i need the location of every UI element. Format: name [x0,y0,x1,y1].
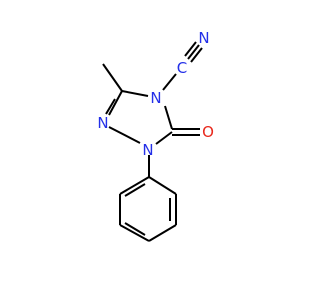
bond-nitrile-1 [187,44,200,60]
atom-n2: N [97,114,108,132]
bond-ph-4 [119,224,150,242]
atom-n1: N [142,141,153,159]
atom-n-nitrile: N [198,29,209,47]
atom-n4: N [150,89,161,107]
bond-c3-n4 [121,90,149,97]
bond-n1-n2 [108,126,141,144]
bond-ph-inner-3 [124,183,146,197]
bond-n4-cnitrile [162,73,177,91]
bond-nitrile-3 [184,41,197,57]
bond-ph-inner-2 [124,222,146,236]
bond-methyl-c3 [102,63,123,92]
bond-nitrile-2 [190,47,203,63]
bond-ph-6 [119,176,150,195]
bond-c3-n2-second [105,98,116,115]
bond-c5-n1 [155,131,173,145]
atom-o: O [202,123,214,141]
bond-n4-c5 [164,105,173,130]
molecule-structure: N C N N N O [0,0,300,300]
atom-c-nitrile: C [177,59,187,77]
bond-ph-1 [148,176,177,195]
bond-ph-3 [148,224,177,242]
background [0,0,300,300]
bond-c3-n2 [108,90,123,116]
